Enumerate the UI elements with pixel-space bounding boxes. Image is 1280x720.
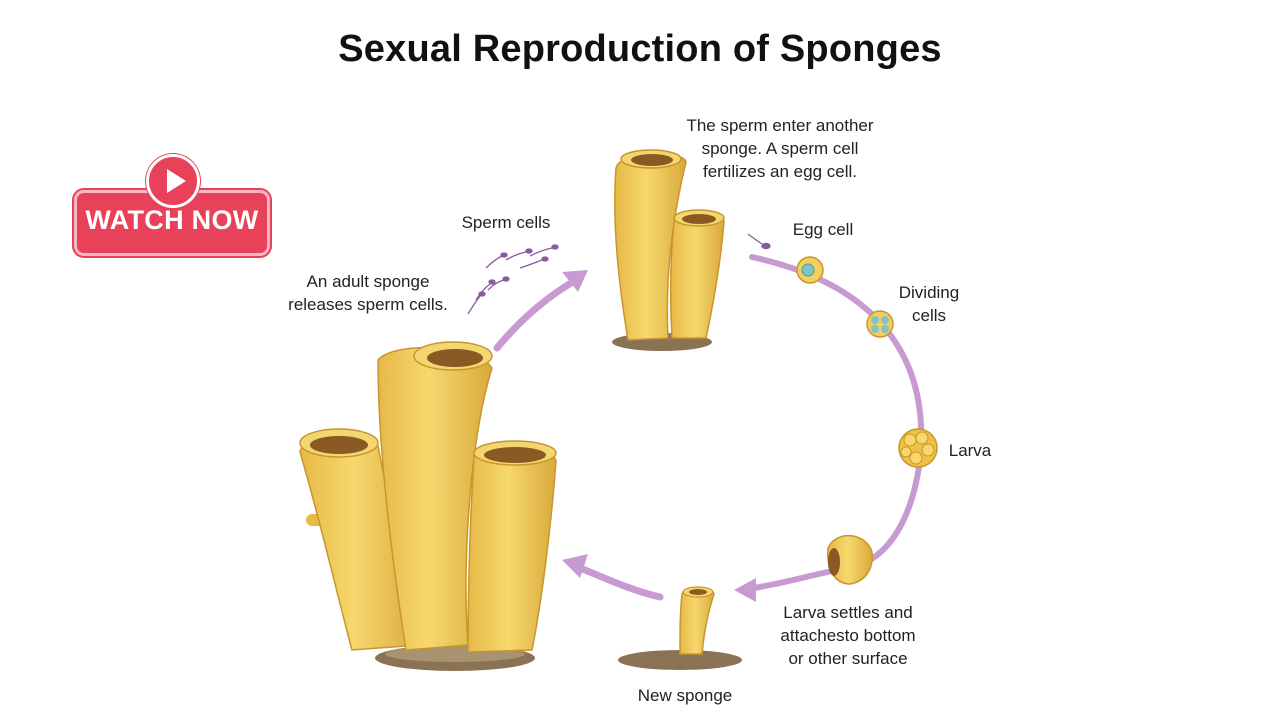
label-sperm-cells: Sperm cells — [461, 213, 551, 232]
new-sponge-illustration — [618, 586, 742, 670]
arrow-to-second-sponge — [493, 276, 580, 352]
play-icon[interactable] — [146, 154, 200, 208]
label-dividing-cells: Dividing cells — [884, 281, 974, 327]
settled-larva-icon — [827, 534, 873, 585]
cycle-arc-right — [749, 254, 925, 563]
label-fertilize-text: The sperm enter another sponge. A sperm … — [686, 116, 874, 181]
page-title: Sexual Reproduction of Sponges — [338, 28, 942, 70]
label-adult-release-text: An adult sponge releases sperm cells. — [288, 272, 448, 314]
arrow-to-settled-larva — [745, 569, 831, 592]
dividing-cells-icon — [866, 310, 894, 338]
arrow-head-left-2 — [562, 554, 588, 578]
arrow-to-adult — [576, 564, 664, 601]
watch-now-button[interactable]: WATCH NOW — [72, 154, 270, 258]
adult-sponge-illustration — [299, 341, 557, 671]
sperm-cells-icon — [467, 233, 771, 315]
label-egg-cell: Egg cell — [792, 220, 854, 239]
label-dividing-cells-text: Dividing cells — [898, 283, 960, 325]
label-larva-settles: Larva settles and attachesto bottom or o… — [764, 601, 932, 670]
watch-now-label: WATCH NOW — [85, 205, 259, 235]
label-adult-release: An adult sponge releases sperm cells. — [268, 270, 468, 316]
arrow-head-left-1 — [734, 578, 756, 602]
label-larva: Larva — [948, 441, 992, 460]
arrow-head-up — [562, 270, 588, 292]
label-larva-settles-text: Larva settles and attachesto bottom or o… — [780, 603, 916, 668]
larva-icon — [898, 428, 938, 468]
egg-cell-icon — [796, 256, 824, 284]
cycle-arrows — [493, 254, 925, 602]
second-sponge-illustration — [612, 149, 725, 351]
label-fertilize: The sperm enter another sponge. A sperm … — [660, 114, 900, 183]
label-new-sponge: New sponge — [637, 686, 733, 705]
